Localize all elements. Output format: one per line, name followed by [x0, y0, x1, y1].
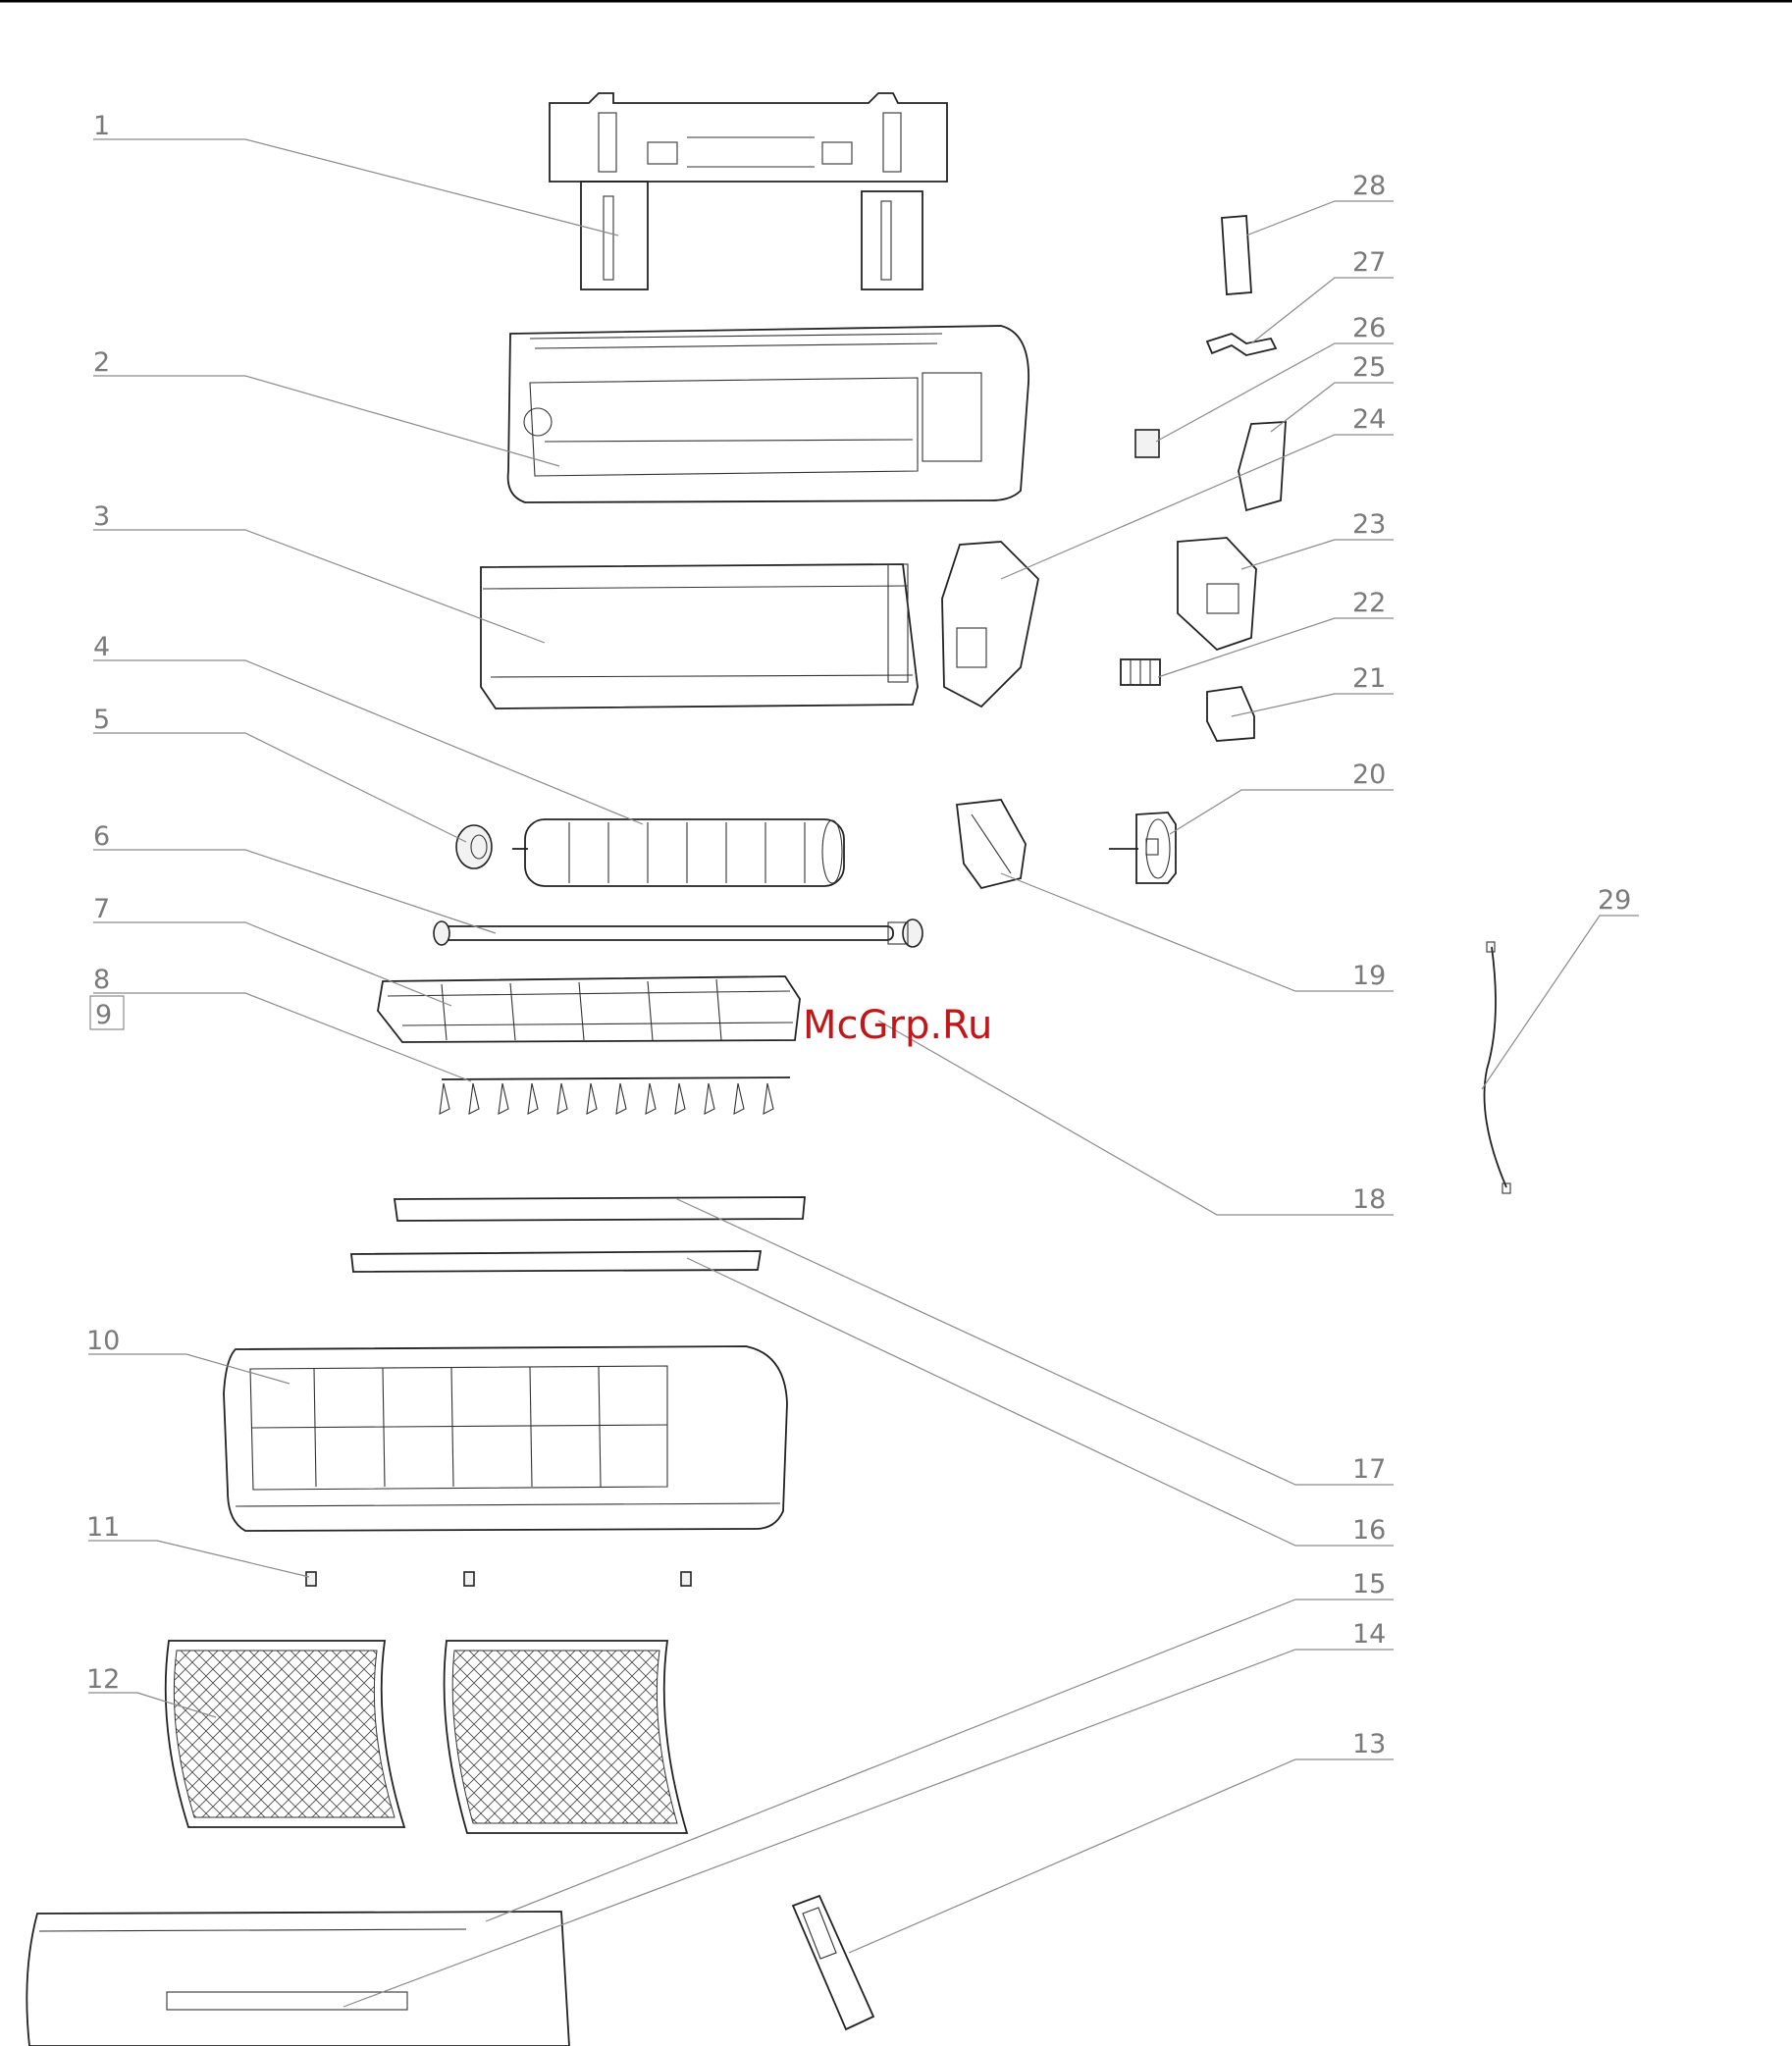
callout-28: 28	[1352, 171, 1386, 201]
part-mounting-plate	[550, 93, 947, 289]
callout-27: 27	[1352, 247, 1386, 278]
part-vertical-louvers	[440, 1077, 790, 1114]
callout-29: 29	[1598, 885, 1631, 916]
part-horizontal-louver-upper	[395, 1197, 805, 1221]
callout-24: 24	[1352, 404, 1386, 435]
callout-25: 25	[1352, 352, 1386, 383]
part-23-control-board	[1178, 538, 1256, 650]
callout-12: 12	[86, 1664, 120, 1695]
callout-7: 7	[93, 894, 110, 924]
part-29-cable	[1485, 942, 1511, 1193]
callout-14: 14	[1352, 1619, 1386, 1650]
part-electric-box-cover	[942, 542, 1038, 707]
callout-17: 17	[1352, 1454, 1386, 1485]
part-air-filter-right	[445, 1641, 687, 1833]
part-remote-control	[793, 1896, 873, 2029]
callout-5: 5	[93, 705, 110, 735]
part-bearing	[456, 825, 492, 868]
part-chassis	[508, 326, 1029, 502]
callout-23: 23	[1352, 509, 1386, 540]
callout-8: 8	[93, 965, 110, 995]
watermark-text: McGrp.Ru	[803, 1003, 992, 1048]
callout-9: 9	[95, 1000, 112, 1030]
callout-19: 19	[1352, 961, 1386, 991]
callout-15: 15	[1352, 1569, 1386, 1600]
part-26-sensor	[1135, 430, 1159, 457]
part-front-panel-frame	[224, 1346, 787, 1531]
part-drain-pan	[378, 976, 800, 1042]
callout-22: 22	[1352, 588, 1386, 618]
callout-6: 6	[93, 821, 110, 852]
part-horizontal-louver-lower	[351, 1251, 761, 1272]
part-27-clamp	[1207, 334, 1276, 355]
callout-21: 21	[1352, 663, 1386, 694]
part-28-holder	[1222, 216, 1251, 294]
callout-4: 4	[93, 632, 110, 662]
part-cross-flow-fan	[512, 819, 844, 886]
callout-11: 11	[86, 1512, 120, 1543]
callout-2: 2	[93, 347, 110, 378]
part-motor-holder	[957, 800, 1026, 888]
part-air-filter-left	[166, 1641, 404, 1827]
part-fan-motor	[1109, 813, 1176, 883]
callout-18: 18	[1352, 1184, 1386, 1215]
callout-13: 13	[1352, 1729, 1386, 1759]
part-evaporator	[481, 564, 918, 708]
callout-3: 3	[93, 501, 110, 532]
callout-26: 26	[1352, 313, 1386, 343]
part-21-bracket	[1207, 687, 1254, 741]
callout-10: 10	[86, 1326, 120, 1356]
part-22-terminal	[1121, 659, 1160, 685]
part-screw-caps	[306, 1572, 691, 1586]
callout-16: 16	[1352, 1515, 1386, 1546]
part-drain-hose	[434, 919, 922, 947]
part-front-panel	[26, 1912, 569, 2046]
callout-1: 1	[93, 111, 110, 141]
callout-20: 20	[1352, 760, 1386, 790]
